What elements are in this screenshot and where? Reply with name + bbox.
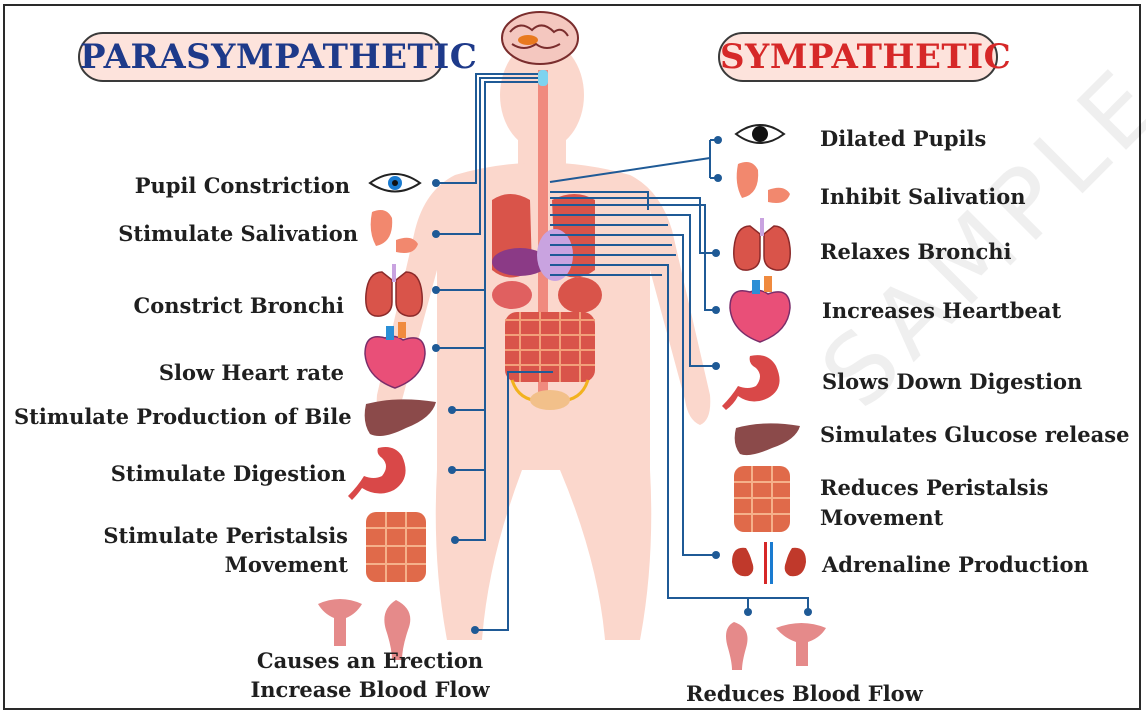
para-label-peristalsis-movement: Movement bbox=[40, 551, 348, 579]
intestine-icon-sym bbox=[734, 466, 790, 532]
para-label-constrict-bronchi: Constrict Bronchi bbox=[40, 292, 344, 320]
sym-label-simulates-glucose-release: Simulates Glucose release bbox=[820, 421, 1129, 449]
sym-label-reduces-peristalsis: Reduces Peristalsis bbox=[820, 474, 1048, 502]
eye-icon-sym bbox=[736, 125, 784, 143]
intestine-icon-para bbox=[366, 512, 426, 582]
heart-icon-sym bbox=[730, 276, 790, 342]
brain-icon bbox=[502, 12, 578, 64]
sym-label-reduces-blood-flow: Reduces Blood Flow bbox=[686, 680, 923, 708]
sympathetic-title: SYMPATHETIC bbox=[718, 32, 998, 82]
sym-label-adrenaline-production: Adrenaline Production bbox=[822, 551, 1089, 579]
para-label-causes-an-erection: Causes an Erection bbox=[220, 647, 520, 675]
liver-icon-para bbox=[365, 399, 436, 436]
para-label-increase-blood-flow: Increase Blood Flow bbox=[220, 676, 520, 704]
reproductive-organs-icon-sym bbox=[726, 622, 826, 670]
para-label-stimulate-peristalsis: Stimulate Peristalsis bbox=[40, 522, 348, 550]
stomach-icon-sym bbox=[722, 355, 780, 410]
salivary-gland-icon-para bbox=[371, 210, 418, 253]
sym-label-increases-heartbeat: Increases Heartbeat bbox=[822, 297, 1061, 325]
lungs-icon-sym bbox=[734, 218, 790, 270]
salivary-gland-icon-sym bbox=[737, 162, 790, 203]
eye-icon-para bbox=[370, 174, 420, 192]
para-label-pupil-constriction: Pupil Constriction bbox=[40, 172, 350, 200]
para-label-stimulate-production-of-bile: Stimulate Production of Bile bbox=[14, 403, 350, 431]
para-label-stimulate-salivation: Stimulate Salivation bbox=[40, 220, 358, 248]
sym-label-relaxes-bronchi: Relaxes Bronchi bbox=[820, 238, 1012, 266]
liver-icon-sym bbox=[735, 423, 800, 455]
kidney-icon-sym bbox=[732, 542, 806, 584]
spinal-nodes-upper bbox=[538, 70, 548, 86]
sym-label-slows-down-digestion: Slows Down Digestion bbox=[822, 368, 1082, 396]
sym-label-dilated-pupils: Dilated Pupils bbox=[820, 125, 986, 153]
sym-label-peristalsis-movement: Movement bbox=[820, 504, 943, 532]
sym-label-inhibit-salivation: Inhibit Salivation bbox=[820, 183, 1026, 211]
para-label-slow-heart-rate: Slow Heart rate bbox=[40, 359, 344, 387]
stomach-icon-para bbox=[348, 447, 406, 500]
parasympathetic-title: PARASYMPATHETIC bbox=[78, 32, 444, 82]
para-label-stimulate-digestion: Stimulate Digestion bbox=[40, 460, 346, 488]
